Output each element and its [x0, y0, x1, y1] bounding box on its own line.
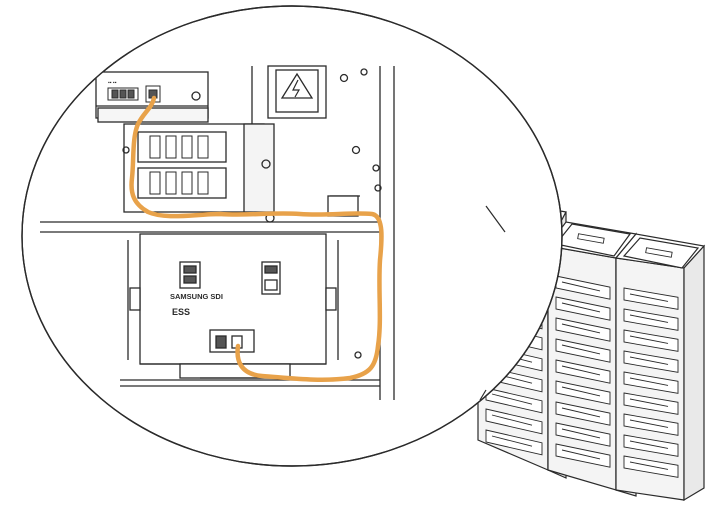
- zoom-callout-lines: [479, 205, 506, 401]
- rack-module-handle: [491, 414, 533, 426]
- rack-module-handle: [561, 323, 601, 334]
- module-brand-label: SAMSUNG SDI: [170, 292, 223, 301]
- rack-module-handle: [561, 365, 601, 376]
- shelf-rails: [40, 195, 380, 233]
- rack-module-handle: [629, 377, 669, 386]
- rack-battery-module: [623, 455, 679, 478]
- rack-module-handle: [561, 386, 601, 397]
- rack-battery-module: [623, 350, 679, 373]
- rack-module-handle: [629, 314, 669, 323]
- battery-module: [120, 233, 380, 387]
- rack-battery-module: [555, 359, 611, 384]
- rack-battery-module: [485, 408, 543, 435]
- rack-battery-module: [623, 434, 679, 457]
- control-connector: ▪▪ ▪▪: [107, 80, 161, 103]
- rack-module-handle: [629, 461, 669, 470]
- rack-battery-module: [555, 317, 611, 342]
- high-voltage-warning-icon: [280, 72, 314, 99]
- rack-module-handle: [629, 293, 669, 302]
- rack-module-handle: [561, 281, 601, 292]
- rack-module-handle: [629, 440, 669, 449]
- rack-module-handle: [629, 419, 669, 428]
- rack-module-handle: [629, 398, 669, 407]
- rack-module-handle: [629, 356, 669, 365]
- rack-battery-module: [623, 392, 679, 415]
- communication-cable: [129, 95, 384, 382]
- module-product-label: ESS: [172, 307, 190, 317]
- module-terminal-right: [261, 261, 281, 295]
- rack-battery-module: [555, 380, 611, 405]
- rack-battery-module: [485, 429, 543, 456]
- module-terminal-left: [179, 261, 201, 289]
- rack-battery-module: [555, 401, 611, 426]
- rack-module-handle: [561, 344, 601, 355]
- rack-battery-module: [623, 287, 679, 310]
- rack-module-handle: [629, 335, 669, 344]
- rack-battery-module: [555, 443, 611, 468]
- rack-battery-module: [555, 296, 611, 321]
- module-bottom-connector: [209, 329, 255, 353]
- svg-text:▪▪ ▪▪: ▪▪ ▪▪: [108, 80, 117, 86]
- magnified-detail: ▪▪ ▪▪: [40, 65, 395, 400]
- rack-battery-module: [555, 338, 611, 363]
- rack-battery-module: [555, 422, 611, 447]
- rack-module-handle: [561, 449, 601, 460]
- warning-panel: [251, 65, 395, 180]
- breaker-block: [122, 123, 275, 223]
- rack-battery-module: [623, 371, 679, 394]
- rack-battery-module: [623, 413, 679, 436]
- rack-battery-module: [623, 329, 679, 352]
- control-module: ▪▪ ▪▪: [95, 71, 209, 123]
- magnifier-outline: [21, 5, 563, 467]
- rack-module-handle: [561, 407, 601, 418]
- rack-module-handle: [491, 393, 533, 405]
- rack-module-handle: [561, 302, 601, 313]
- rack-module-handle: [561, 428, 601, 439]
- rack-battery-module: [623, 308, 679, 331]
- rack-module-handle: [491, 435, 533, 447]
